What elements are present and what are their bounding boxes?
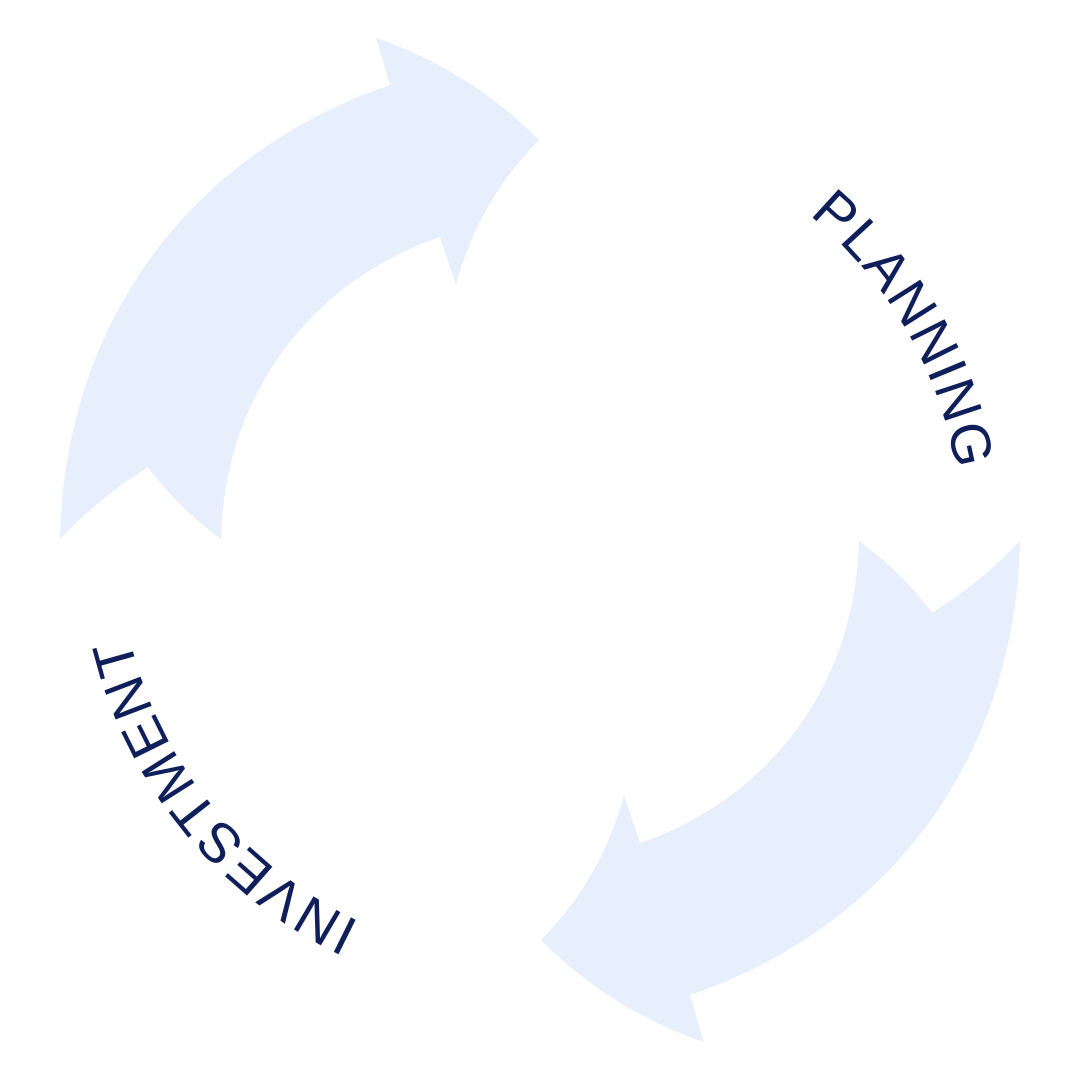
investment-label: INVESTMENT [79, 632, 365, 967]
planning-label: PLANNING [801, 177, 1007, 474]
cycle-arrow-upper-left [60, 38, 539, 539]
cycle-arrow-lower-right [541, 541, 1020, 1042]
